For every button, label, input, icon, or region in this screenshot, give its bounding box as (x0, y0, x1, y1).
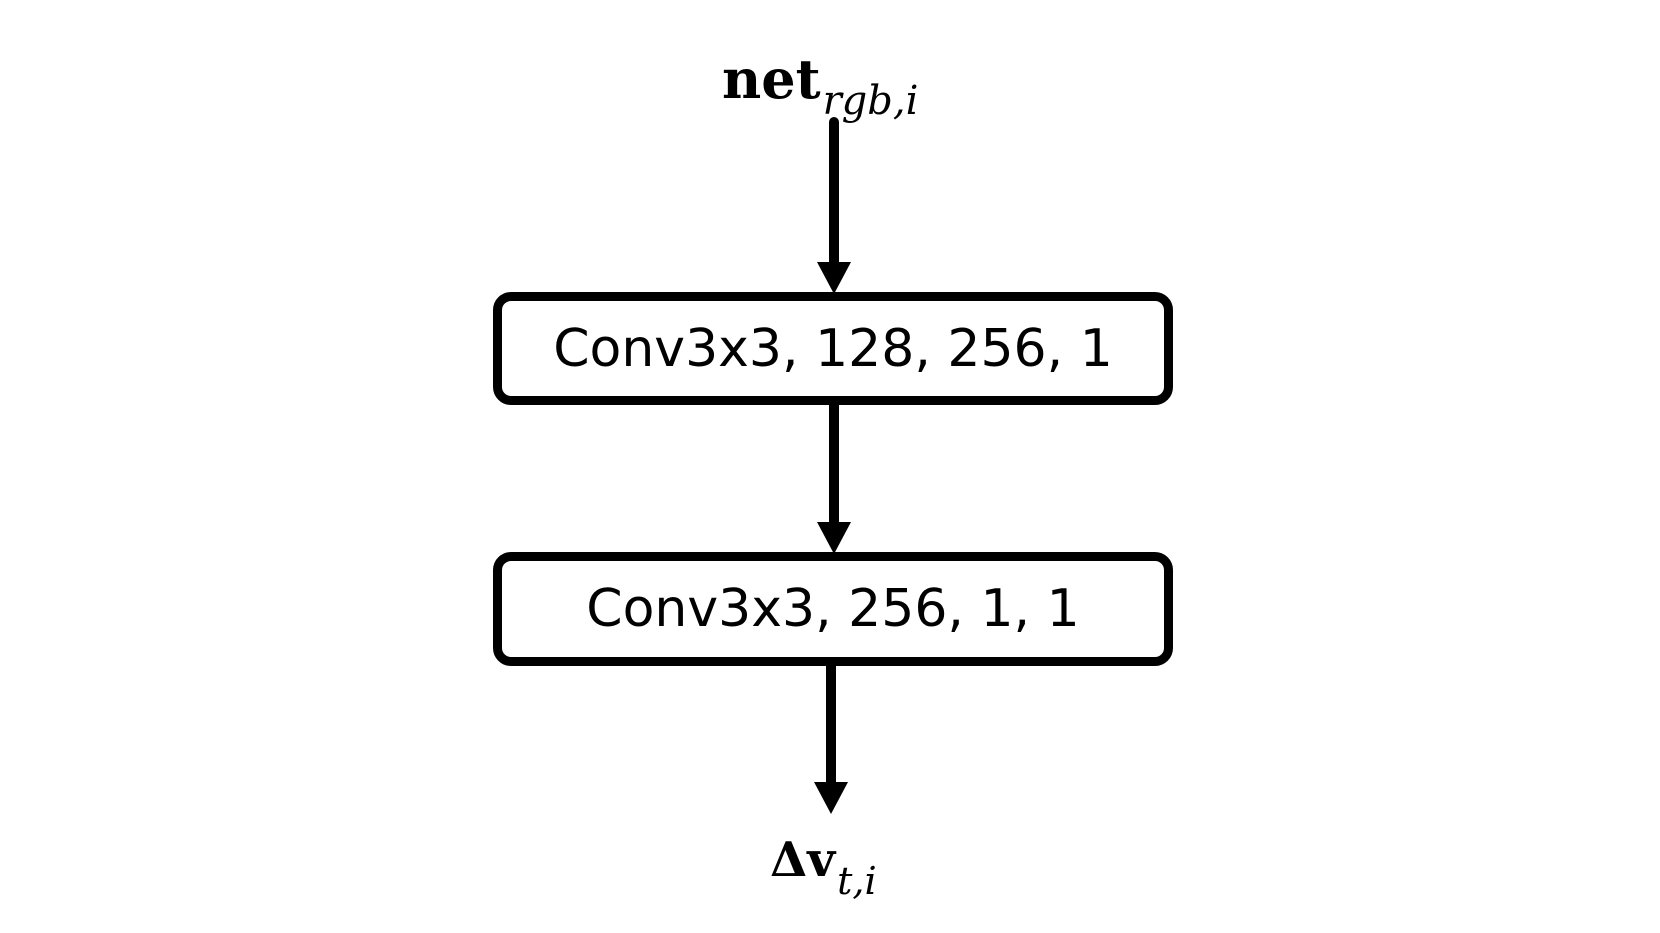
input-label: netrgb,i (722, 52, 918, 121)
output-label: Δvt,i (770, 836, 877, 900)
conv-block-2: Conv3x3, 256, 1, 1 (493, 552, 1173, 666)
conv-block-1: Conv3x3, 128, 256, 1 (493, 292, 1173, 405)
input-label-subscript: rgb,i (822, 78, 919, 124)
arrowhead-block2 (817, 522, 851, 554)
input-label-main: net (722, 47, 821, 111)
arrowhead-output (814, 782, 848, 814)
output-label-main: Δv (770, 832, 836, 888)
output-label-subscript: t,i (837, 859, 877, 903)
conv-block-1-label: Conv3x3, 128, 256, 1 (553, 318, 1113, 379)
conv-block-2-label: Conv3x3, 256, 1, 1 (586, 579, 1080, 639)
arrowhead-block1 (817, 262, 851, 294)
